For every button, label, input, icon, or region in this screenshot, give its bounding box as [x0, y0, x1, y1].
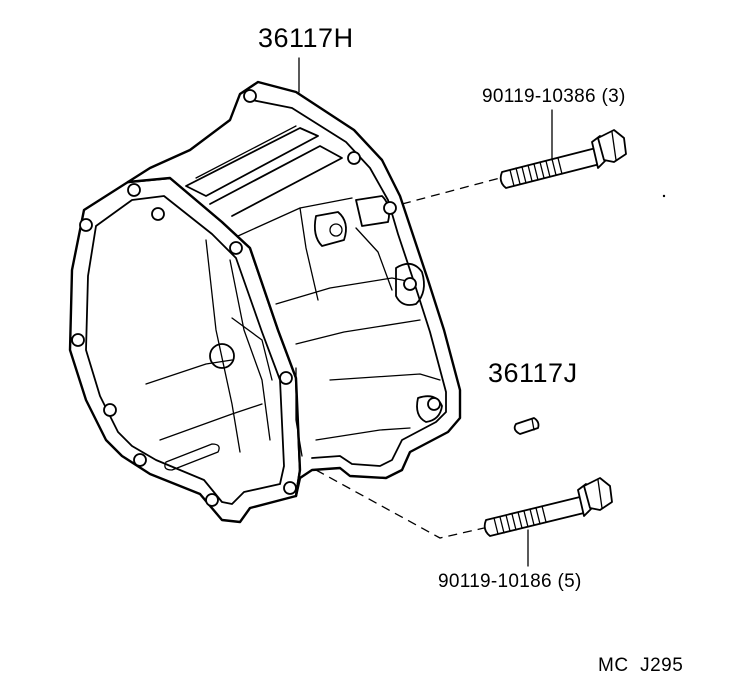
- bolt-bottom-dash: [315, 469, 485, 539]
- rear-flange-holes: [243, 89, 441, 411]
- body-panel-8: [355, 227, 393, 291]
- transmission-case-housing: [68, 80, 462, 524]
- cavity-line-1: [145, 359, 233, 385]
- front-flange-inner: [85, 195, 285, 505]
- stray-dot: [662, 194, 666, 198]
- boss-right: [395, 262, 425, 306]
- body-panel-7: [315, 427, 411, 441]
- cavity-line-3: [231, 317, 273, 381]
- rear-flange-inner: [251, 99, 447, 467]
- body-panel-4: [295, 319, 421, 345]
- body-panel-3: [275, 277, 413, 305]
- dowel-pin: [513, 417, 540, 435]
- label-pin: 36117J: [488, 358, 578, 388]
- cavity-line-2: [159, 403, 263, 441]
- bolt-bottom: [483, 477, 613, 537]
- top-rib-line: [195, 125, 297, 179]
- bolt-bottom-threads: [493, 505, 547, 535]
- top-rib: [185, 127, 319, 197]
- label-housing: 36117H: [258, 23, 354, 53]
- cavity-wall-2: [229, 259, 271, 441]
- bottom-slot: [164, 443, 220, 471]
- rear-flange-outer: [126, 80, 462, 498]
- boss-upper-hole: [329, 223, 343, 237]
- boss-lower-right: [416, 395, 443, 423]
- body-panel-5: [295, 367, 303, 457]
- body-panel-6: [329, 373, 441, 381]
- body-panel-2: [299, 207, 319, 301]
- boss-upper: [313, 211, 347, 247]
- diagram-code: MC J295: [598, 655, 683, 676]
- bolt-top: [499, 129, 627, 189]
- label-bolt-top: 90119-10386 (3): [482, 86, 626, 107]
- front-flange-holes: [71, 183, 297, 507]
- bolt-top-dash: [401, 177, 501, 205]
- top-ledge: [209, 145, 343, 217]
- bolt-top-threads: [509, 157, 563, 187]
- label-bolt-bottom: 90119-10186 (5): [438, 571, 582, 592]
- boss-left-lower: [209, 343, 235, 369]
